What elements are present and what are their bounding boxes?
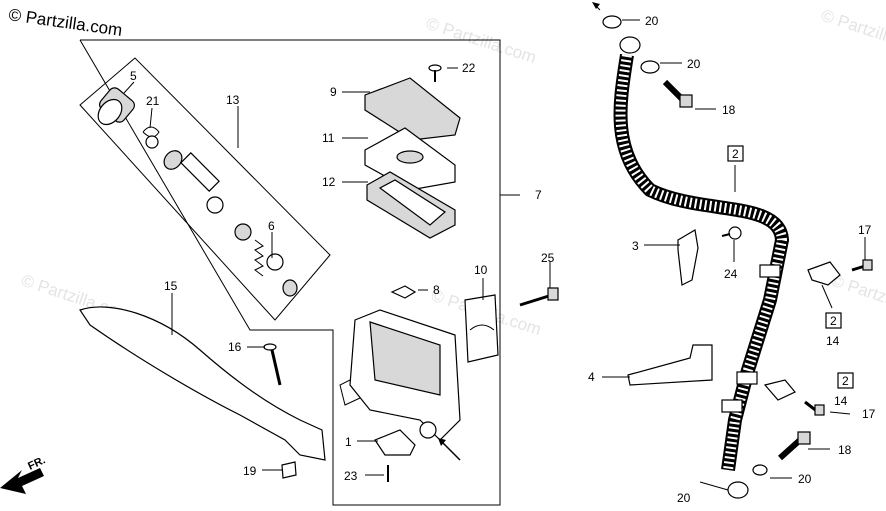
callout-16: 16 xyxy=(228,340,242,354)
banjo-fitting xyxy=(727,481,749,499)
callout-20: 20 xyxy=(798,472,812,486)
bolt-18 xyxy=(662,79,693,108)
assembly-outline xyxy=(79,39,501,506)
clip-8 xyxy=(390,285,417,299)
bracket-4 xyxy=(627,344,713,386)
bolt-25 xyxy=(519,287,559,307)
banjo-fitting xyxy=(619,36,641,54)
bolt-17 xyxy=(804,400,825,416)
screw-22 xyxy=(428,64,442,82)
clamp-14 xyxy=(807,261,841,286)
washer-20 xyxy=(640,60,660,74)
piston-kit-box xyxy=(79,57,331,321)
callout-14: 14 xyxy=(834,394,848,408)
front-direction-arrow: FR. xyxy=(0,454,47,494)
watermark: © Partzilla.com xyxy=(819,6,886,59)
holder-10 xyxy=(464,294,499,363)
callout-20: 20 xyxy=(645,14,659,28)
nut-19 xyxy=(281,461,297,479)
washer-20 xyxy=(602,15,622,29)
reservoir-cap-group xyxy=(364,77,461,239)
callout-18: 18 xyxy=(838,443,852,457)
callout-4: 4 xyxy=(588,370,595,384)
callout-17: 17 xyxy=(858,223,872,237)
copyright-text: © Partzilla.com xyxy=(7,5,123,40)
callout-25: 25 xyxy=(541,251,555,265)
callout-15: 15 xyxy=(164,279,178,293)
pivot-bolt-16 xyxy=(263,343,282,386)
callout-20: 20 xyxy=(677,491,691,505)
callout-24: 24 xyxy=(724,267,738,281)
callout-14: 14 xyxy=(826,334,840,348)
bracket-3 xyxy=(677,229,699,286)
callout-2: 2 xyxy=(732,147,739,161)
bolt-18 xyxy=(777,431,811,461)
callout-6: 6 xyxy=(268,219,275,233)
callout-17: 17 xyxy=(862,407,876,421)
callout-12: 12 xyxy=(322,175,336,189)
callout-20: 20 xyxy=(687,57,701,71)
callout-13: 13 xyxy=(226,93,240,107)
callout-2: 2 xyxy=(830,314,837,328)
ref-box-2 xyxy=(837,372,854,389)
master-cylinder-body xyxy=(339,309,461,441)
callout-5: 5 xyxy=(130,69,137,83)
ref-box-2 xyxy=(825,312,842,329)
callout-22: 22 xyxy=(462,61,476,75)
callout-1: 1 xyxy=(345,435,352,449)
brake-hose xyxy=(613,53,790,471)
callout-11: 11 xyxy=(322,131,335,145)
callout-19: 19 xyxy=(243,464,257,478)
bolt-24 xyxy=(721,226,742,240)
callout-23: 23 xyxy=(344,469,358,483)
leader-lines xyxy=(123,19,866,491)
clamp-14 xyxy=(763,379,796,401)
callout-8: 8 xyxy=(433,283,440,297)
callout-18: 18 xyxy=(722,103,736,117)
callout-3: 3 xyxy=(632,239,639,253)
callout-10: 10 xyxy=(474,263,488,277)
svg-text:FR.: FR. xyxy=(26,454,47,472)
switch-1 xyxy=(374,429,416,456)
brake-lever xyxy=(79,306,326,461)
washer-20 xyxy=(752,464,768,476)
callout-21: 21 xyxy=(146,94,160,108)
callout-7: 7 xyxy=(535,188,542,202)
piston-kit-parts xyxy=(97,87,298,297)
ref-box-2 xyxy=(727,145,744,162)
bolt-17 xyxy=(851,259,873,272)
callout-2: 2 xyxy=(842,374,849,388)
callout-9: 9 xyxy=(330,85,337,99)
